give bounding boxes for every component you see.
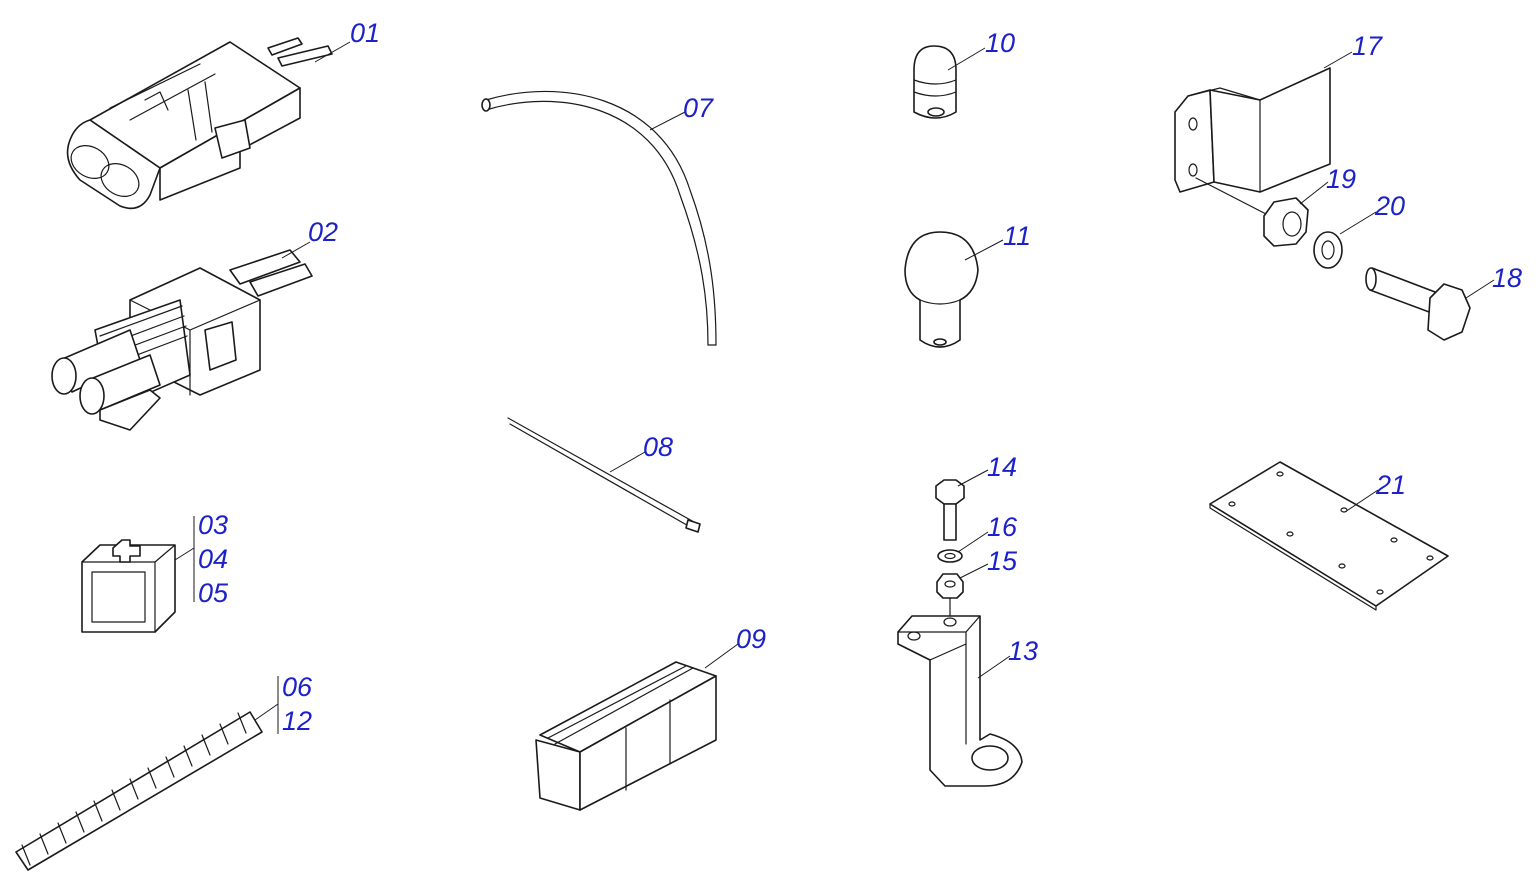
label-07: 07 [683, 93, 714, 123]
leader-19 [1299, 181, 1329, 205]
label-05: 05 [198, 578, 229, 608]
part-10-small-bulb [913, 45, 957, 119]
label-04: 04 [198, 544, 228, 574]
part-06-12-spiral-wrap [15, 711, 263, 871]
label-19: 19 [1326, 164, 1356, 194]
part-21-plate [1209, 461, 1449, 611]
part-09-connector-block [535, 661, 717, 811]
leader-10 [947, 47, 986, 71]
assembly-axis-17 [1195, 177, 1267, 215]
leader-13 [977, 655, 1011, 679]
leader-02 [281, 241, 311, 259]
part-16-washer [937, 549, 963, 563]
label-21: 21 [1375, 470, 1406, 500]
part-15-nut [936, 573, 964, 599]
label-16: 16 [987, 512, 1018, 542]
leader-21 [1344, 489, 1379, 513]
part-02-sealed-connector [51, 249, 313, 431]
label-14: 14 [987, 452, 1017, 482]
label-13: 13 [1008, 636, 1038, 666]
leader-15 [959, 563, 989, 579]
part-20-washer [1313, 231, 1343, 269]
leader-08 [609, 451, 646, 473]
part-13-bracket [897, 615, 1023, 787]
label-12: 12 [282, 706, 312, 736]
part-19-nut [1263, 197, 1309, 247]
leader-16 [957, 531, 989, 553]
leader-07 [649, 111, 686, 131]
leader-14 [957, 469, 989, 487]
label-17: 17 [1352, 31, 1383, 61]
leader-20 [1339, 211, 1377, 235]
part-11-large-bulb [904, 231, 979, 348]
leader-03-05 [174, 547, 195, 561]
leader-11 [964, 239, 1004, 261]
label-18: 18 [1492, 263, 1522, 293]
leader-17 [1323, 51, 1353, 69]
leader-18 [1465, 279, 1495, 299]
part-01-connector-plug [66, 37, 333, 210]
label-03: 03 [198, 510, 228, 540]
label-15: 15 [987, 546, 1018, 576]
part-08-cable-tie [507, 417, 701, 533]
label-10: 10 [985, 28, 1015, 58]
part-17-bracket [1174, 67, 1331, 193]
label-02: 02 [308, 217, 338, 247]
part-07-curved-tube [481, 90, 717, 346]
label-09: 09 [736, 624, 766, 654]
part-18-bolt [1365, 267, 1471, 341]
leader-09 [704, 643, 739, 669]
label-20: 20 [1374, 191, 1405, 221]
part-14-bolt [935, 479, 965, 541]
label-11: 11 [1003, 221, 1031, 251]
leader-01 [314, 41, 351, 63]
leader-06-12 [254, 703, 279, 721]
part-03-05-housing [81, 539, 176, 633]
label-01: 01 [350, 18, 380, 48]
label-06: 06 [282, 672, 313, 702]
label-08: 08 [643, 432, 673, 462]
